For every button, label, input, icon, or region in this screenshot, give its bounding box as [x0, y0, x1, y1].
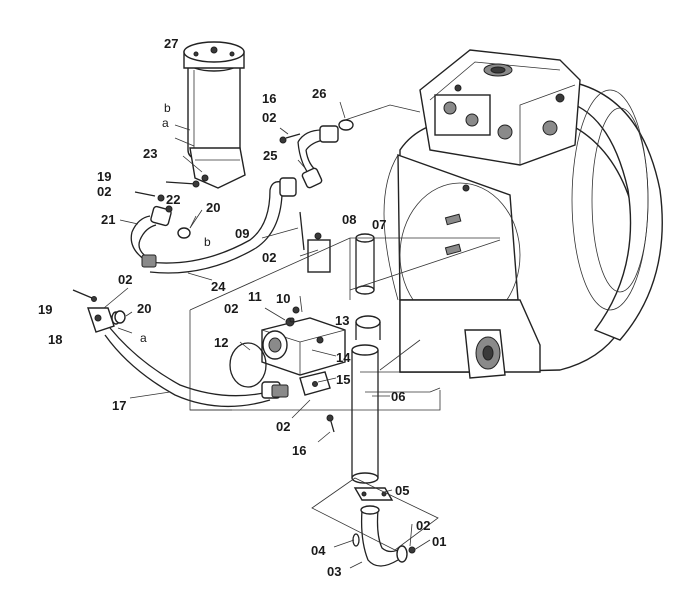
label-27: 27 [164, 36, 178, 51]
suction-pipe-06 [299, 211, 381, 484]
label-23: 23 [143, 146, 157, 161]
label-02-lower: 02 [118, 272, 132, 287]
hose-17 [87, 307, 281, 408]
label-21: 21 [101, 212, 115, 227]
label-26: 26 [312, 86, 326, 101]
label-04: 04 [311, 543, 326, 558]
label-02-right: 02 [416, 518, 430, 533]
label-b-top: b [164, 101, 171, 115]
label-14: 14 [336, 350, 351, 365]
label-20-low: 20 [137, 301, 151, 316]
oil-sump-outline [189, 237, 501, 411]
label-19-low: 19 [38, 302, 52, 317]
label-11: 11 [248, 289, 262, 304]
fasteners [72, 119, 354, 433]
oil-pump-13 [229, 317, 346, 398]
label-07: 07 [372, 217, 386, 232]
label-02-left: 02 [97, 184, 111, 199]
label-09: 09 [235, 226, 249, 241]
label-08: 08 [342, 212, 356, 227]
label-12: 12 [214, 335, 228, 350]
label-b-mid: b [204, 235, 211, 249]
label-02-top: 02 [262, 110, 276, 125]
label-02-mid: 02 [262, 250, 276, 265]
label-16-top: 16 [262, 91, 276, 106]
label-01: 01 [432, 534, 446, 549]
leader-lines [103, 101, 431, 569]
transmission-housing [360, 49, 663, 379]
part-labels: 27 a b 23 16 02 26 25 19 02 22 20 b 21 0… [38, 36, 446, 579]
label-17: 17 [112, 398, 126, 413]
label-a-low: a [140, 331, 147, 345]
label-25: 25 [263, 148, 277, 163]
label-10: 10 [276, 291, 290, 306]
label-05: 05 [395, 483, 409, 498]
oil-filter-27 [183, 41, 246, 189]
label-02-p11: 02 [224, 301, 238, 316]
label-18: 18 [48, 332, 62, 347]
suction-elbow-03 [311, 477, 439, 567]
label-02-bottom: 02 [276, 419, 290, 434]
hose-25 [279, 104, 421, 189]
label-15: 15 [336, 372, 350, 387]
label-24: 24 [211, 279, 226, 294]
label-22: 22 [166, 192, 180, 207]
label-13: 13 [335, 313, 349, 328]
label-06: 06 [391, 389, 405, 404]
label-16-bottom: 16 [292, 443, 306, 458]
label-03: 03 [327, 564, 341, 579]
label-20-top: 20 [206, 200, 220, 215]
label-a-top: a [162, 116, 169, 130]
hose-21-24 [130, 177, 297, 274]
label-19-top: 19 [97, 169, 111, 184]
